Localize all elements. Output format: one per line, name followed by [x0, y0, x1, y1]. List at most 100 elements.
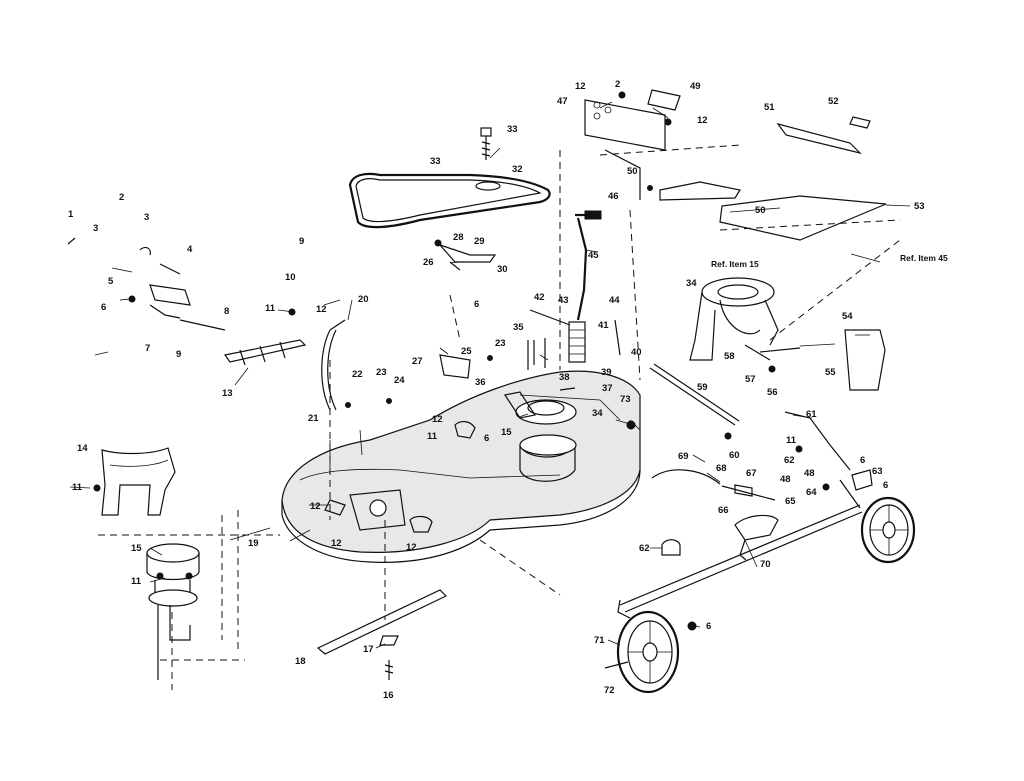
callout-26: 26	[423, 257, 434, 268]
callout-3b: 3	[93, 223, 99, 234]
callout-32: 32	[512, 164, 523, 175]
callout-50b: 50	[755, 205, 766, 216]
callout-57: 57	[745, 374, 756, 385]
callout-11e: 11	[786, 435, 797, 446]
callout-6d: 6	[860, 455, 866, 466]
clip-62	[661, 539, 681, 556]
bolt-33	[480, 127, 492, 160]
callout-65: 65	[785, 496, 796, 507]
callout-48b: 48	[780, 474, 791, 485]
callout-19: 19	[248, 538, 259, 549]
callout-6: 6	[101, 302, 107, 313]
callout-45: 45	[588, 250, 599, 261]
leader-lines	[69, 101, 911, 649]
callout-49: 49	[690, 81, 701, 92]
callout-37: 37	[602, 383, 613, 394]
rear-wheel-left	[604, 610, 680, 694]
mower-deck	[281, 370, 641, 563]
rear-wheel-right	[860, 496, 916, 564]
blade-bolt-16-17	[379, 635, 399, 680]
callout-62b: 62	[639, 543, 650, 554]
callout-8: 8	[224, 306, 230, 317]
callout-14: 14	[77, 443, 88, 454]
callout-43: 43	[558, 295, 569, 306]
lift-bracket	[434, 239, 497, 271]
callout-58: 58	[724, 351, 735, 362]
callout-59: 59	[697, 382, 708, 393]
callout-2: 2	[119, 192, 125, 203]
callout-44: 44	[609, 295, 620, 306]
callout-71: 71	[594, 635, 605, 646]
drive-belt	[348, 172, 551, 229]
callout-55: 55	[825, 367, 836, 378]
callout-38: 38	[559, 372, 570, 383]
callout-33b: 33	[430, 156, 441, 167]
bracket-54	[844, 329, 886, 391]
callout-41: 41	[598, 320, 609, 331]
callout-12c: 12	[697, 115, 708, 126]
callout-51: 51	[764, 102, 775, 113]
hardware-dots	[93, 91, 830, 631]
callout-18: 18	[295, 656, 306, 667]
callout-2b: 2	[615, 79, 621, 90]
blade-adapter-bracket	[101, 447, 176, 516]
callout-6b: 6	[474, 299, 480, 310]
callout-17: 17	[363, 644, 374, 655]
callout-36: 36	[475, 377, 486, 388]
height-adjust-parts	[67, 237, 471, 411]
wheel-axle-70	[617, 479, 863, 619]
callout-64: 64	[806, 487, 817, 498]
callout-61: 61	[806, 409, 817, 420]
callout-67: 67	[746, 468, 757, 479]
reference-item-45: Ref. Item 45	[900, 253, 948, 263]
assembly-guides	[98, 144, 901, 690]
callout-25: 25	[461, 346, 472, 357]
lift-spring	[527, 309, 621, 391]
callout-66: 66	[718, 505, 729, 516]
callout-60: 60	[729, 450, 740, 461]
callout-47: 47	[557, 96, 568, 107]
wheel-bracket-61	[784, 411, 873, 491]
callout-28: 28	[453, 232, 464, 243]
callout-35: 35	[513, 322, 524, 333]
callout-62a: 62	[784, 455, 795, 466]
lift-handle	[575, 210, 602, 321]
callout-52: 52	[828, 96, 839, 107]
callout-70: 70	[760, 559, 771, 570]
callout-39: 39	[601, 367, 612, 378]
callout-15b: 15	[501, 427, 512, 438]
callout-23a: 23	[376, 367, 387, 378]
callout-13: 13	[222, 388, 233, 399]
callout-73: 73	[620, 394, 631, 405]
callout-6c: 6	[484, 433, 490, 444]
callout-9b: 9	[176, 349, 182, 360]
cable-69	[651, 469, 776, 501]
callout-29: 29	[474, 236, 485, 247]
callout-21: 21	[308, 413, 319, 424]
callout-11a: 11	[265, 303, 276, 314]
blade-18	[316, 589, 448, 655]
callout-10: 10	[285, 272, 296, 283]
callout-69: 69	[678, 451, 689, 462]
spindle-assembly	[146, 543, 200, 680]
callout-63: 63	[872, 466, 883, 477]
callout-22: 22	[352, 369, 363, 380]
callout-3: 3	[144, 212, 150, 223]
engine-mount	[689, 277, 801, 361]
callout-53: 53	[914, 201, 925, 212]
callout-6f: 6	[706, 621, 712, 632]
rod-59	[649, 363, 740, 426]
callout-54: 54	[842, 311, 853, 322]
callout-7: 7	[145, 343, 151, 354]
callout-27: 27	[412, 356, 423, 367]
callout-56: 56	[767, 387, 778, 398]
callout-24: 24	[394, 375, 405, 386]
callout-6e: 6	[883, 480, 889, 491]
callout-12a: 12	[316, 304, 327, 315]
callout-46: 46	[608, 191, 619, 202]
callout-9a: 9	[299, 236, 305, 247]
callout-15a: 15	[131, 543, 142, 554]
upper-frame	[584, 89, 887, 241]
